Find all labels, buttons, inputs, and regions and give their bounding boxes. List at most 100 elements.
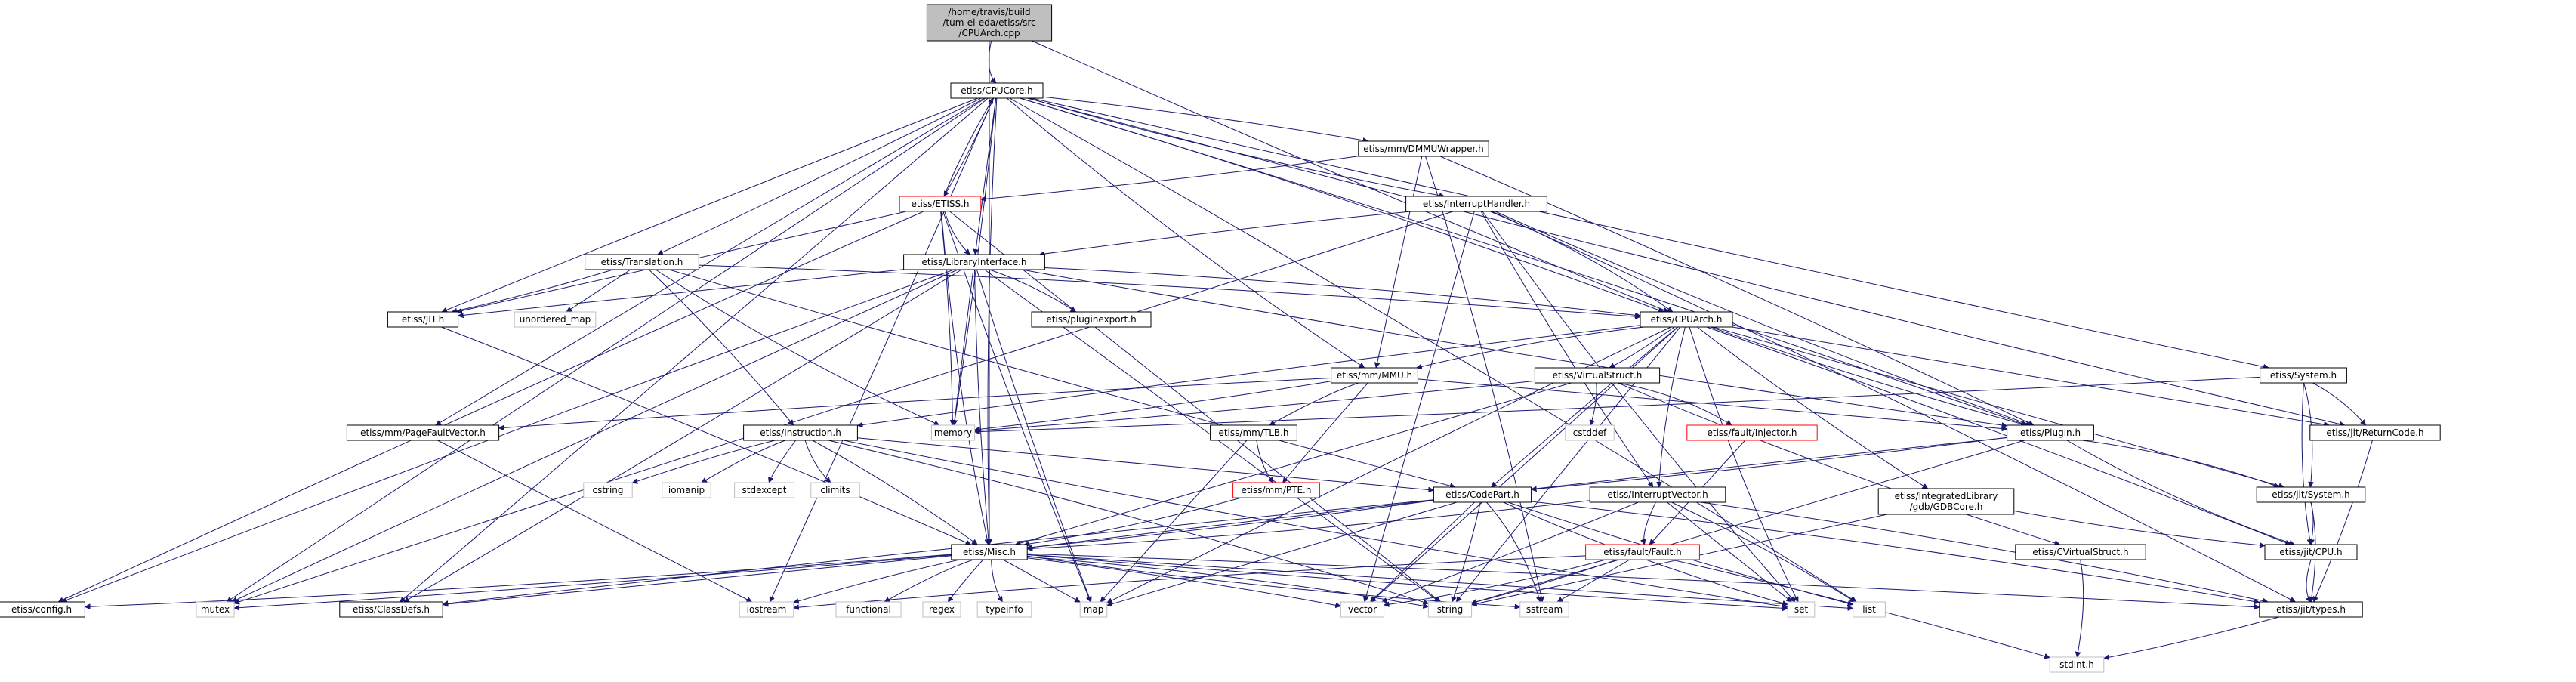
node-returncode[interactable]: etiss/jit/ReturnCode.h: [2309, 424, 2441, 441]
node-label: etiss/ClassDefs.h: [353, 604, 430, 615]
node-instruction[interactable]: etiss/Instruction.h: [743, 424, 858, 441]
node-box: [662, 482, 711, 498]
node-injector[interactable]: etiss/fault/Injector.h: [1686, 424, 1818, 441]
node-vector: vector: [1340, 601, 1385, 618]
node-intvector[interactable]: etiss/InterruptVector.h: [1589, 486, 1726, 503]
node-pte[interactable]: etiss/mm/PTE.h: [1232, 482, 1320, 498]
node-systemh[interactable]: etiss/System.h: [2260, 367, 2347, 384]
node-config[interactable]: etiss/config.h: [0, 601, 85, 618]
edge-libiface-to-misc: [974, 269, 989, 545]
node-virtstruct[interactable]: etiss/VirtualStruct.h: [1534, 367, 1661, 384]
node-mutex: mutex: [196, 601, 235, 618]
node-mmu[interactable]: etiss/mm/MMU.h: [1331, 367, 1418, 384]
node-tlb[interactable]: etiss/mm/TLB.h: [1210, 424, 1297, 441]
edge-instruction-to-string: [828, 440, 1429, 603]
edge-intvector-to-faulth: [1644, 501, 1656, 545]
node-inthandler[interactable]: etiss/InterruptHandler.h: [1405, 196, 1547, 212]
edge-misc-to-classdefs: [443, 555, 952, 605]
node-gdbcore[interactable]: etiss/IntegratedLibrary/gdb/GDBCore.h: [1877, 488, 2015, 515]
node-jitsystem[interactable]: etiss/jit/System.h: [2256, 486, 2366, 503]
node-label: unordered_map: [520, 314, 591, 325]
node-box: [743, 424, 858, 441]
edge-cpuarch-to-jitcpu: [1706, 326, 2291, 545]
edge-cpuarch-to-returncode: [1732, 326, 2329, 425]
node-misc[interactable]: etiss/Misc.h: [951, 544, 1028, 560]
edge-systemh-to-memory: [975, 376, 2260, 431]
edge-faulth-to-vector: [1384, 559, 1606, 605]
node-translation[interactable]: etiss/Translation.h: [585, 254, 699, 270]
edge-codepart-to-misc: [1027, 500, 1434, 548]
node-cpuarch[interactable]: etiss/CPUArch.h: [1640, 311, 1733, 328]
node-label: /CPUArch.cpp: [958, 28, 1020, 39]
node-libiface[interactable]: etiss/LibraryInterface.h: [903, 254, 1045, 270]
edge-tlb-to-map: [1100, 440, 1248, 602]
node-label: /home/travis/build: [948, 7, 1030, 17]
node-box: [1331, 367, 1418, 384]
node-label: etiss/CVirtualStruct.h: [2032, 547, 2128, 557]
edge-misc-to-functional: [884, 559, 974, 603]
node-label: set: [1794, 604, 1809, 615]
node-jitcpu[interactable]: etiss/jit/CPU.h: [2264, 544, 2358, 560]
edge-libiface-to-classdefs: [404, 269, 962, 603]
node-label: etiss/fault/Fault.h: [1603, 547, 1681, 557]
edge-translation-to-unordered_map: [566, 269, 631, 312]
edge-cpuarch-to-vector: [1371, 326, 1679, 602]
node-jit[interactable]: etiss/JIT.h: [387, 311, 459, 328]
edge-mmu-to-pagefault: [499, 378, 1331, 428]
edge-dmmu-to-etissh: [981, 156, 1359, 199]
node-label: stdexcept: [742, 485, 787, 495]
edge-virtstruct-to-memory: [975, 380, 1535, 430]
edge-misc-to-iostream: [794, 559, 961, 603]
edge-misc-to-vector: [1027, 557, 1340, 606]
node-map: map: [1079, 601, 1108, 618]
node-box: [1433, 486, 1532, 503]
node-dmmu[interactable]: etiss/mm/DMMUWrapper.h: [1358, 140, 1489, 157]
node-box: [739, 601, 794, 618]
edge-virtstruct-to-misc: [1015, 382, 1572, 545]
node-label: etiss/jit/ReturnCode.h: [2326, 427, 2423, 438]
node-classdefs[interactable]: etiss/ClassDefs.h: [339, 601, 443, 618]
node-box: [2015, 544, 2146, 560]
edge-etissh-to-memory: [940, 211, 953, 425]
node-label: stdint.h: [2059, 659, 2094, 670]
node-box: [196, 601, 235, 618]
edge-instruction-to-iomanip: [702, 440, 786, 483]
node-cvirt[interactable]: etiss/CVirtualStruct.h: [2015, 544, 2146, 560]
node-label: etiss/LibraryInterface.h: [921, 257, 1026, 267]
edge-cpuarch-to-mmu: [1417, 326, 1645, 368]
node-label: etiss/ETISS.h: [911, 199, 969, 209]
node-pagefault[interactable]: etiss/mm/PageFaultVector.h: [346, 424, 500, 441]
node-label: etiss/jit/System.h: [2272, 489, 2350, 500]
node-etissh[interactable]: etiss/ETISS.h: [899, 196, 982, 212]
node-label: typeinfo: [986, 604, 1023, 615]
edge-misc-to-map: [1002, 559, 1080, 603]
node-cpucore[interactable]: etiss/CPUCore.h: [950, 82, 1044, 99]
edge-cpucore-to-dmmu: [1042, 96, 1368, 141]
edge-inthandler-to-mutex: [234, 211, 1454, 603]
node-box: [1519, 601, 1569, 618]
node-box: [1232, 482, 1320, 498]
node-label: etiss/Plugin.h: [2020, 427, 2081, 438]
edge-cpucore-to-mutex: [227, 97, 986, 602]
edge-virtstruct-to-injector: [1617, 382, 1732, 426]
edge-pluginh-to-string: [1472, 440, 2025, 603]
node-box: [1853, 601, 1886, 618]
node-pluginh[interactable]: etiss/Plugin.h: [2007, 424, 2094, 441]
edge-translation-to-memory: [655, 269, 939, 425]
node-codepart[interactable]: etiss/CodePart.h: [1433, 486, 1532, 503]
edge-cpucore-to-translation: [658, 97, 982, 255]
node-faulth[interactable]: etiss/fault/Fault.h: [1585, 544, 1700, 560]
edge-etissh-to-libiface: [944, 211, 970, 255]
node-jittypes[interactable]: etiss/jit/types.h: [2259, 601, 2363, 618]
edge-instruction-to-stdexcept: [769, 440, 797, 483]
edge-returncode-to-jittypes: [2314, 440, 2373, 602]
edge-etissh-to-config: [58, 211, 924, 602]
node-label: map: [1084, 604, 1104, 615]
node-label: etiss/InterruptVector.h: [1607, 489, 1708, 500]
node-pluginexport[interactable]: etiss/pluginexport.h: [1031, 311, 1152, 328]
edge-codepart-to-map: [1107, 501, 1458, 606]
node-label: cstddef: [1573, 427, 1607, 438]
edge-mmu-to-pluginh: [1418, 378, 2007, 429]
node-label: etiss/config.h: [11, 604, 72, 615]
node-root[interactable]: /home/travis/build/tum-ei-eda/etiss/src/…: [926, 4, 1053, 42]
